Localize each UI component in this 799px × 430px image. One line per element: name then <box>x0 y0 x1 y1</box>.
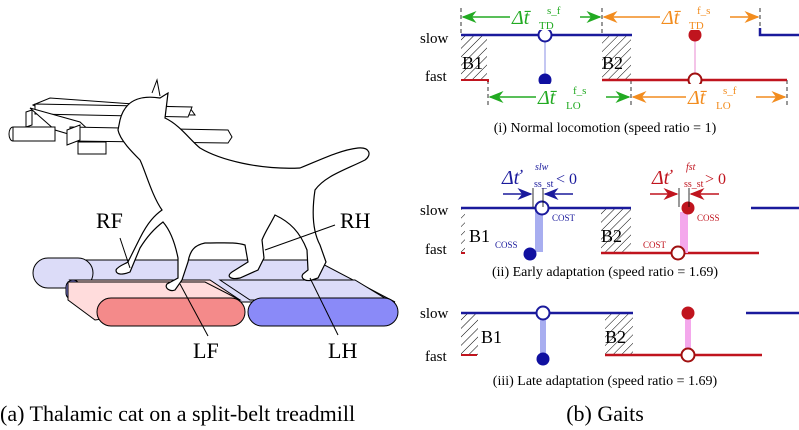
svg-text:Δť: Δť <box>501 167 523 189</box>
label-b2-ii: B2 <box>601 226 622 246</box>
treadmill <box>32 257 399 327</box>
svg-text:slw: slw <box>535 162 549 173</box>
label-b1: B1 <box>462 53 483 73</box>
pink-overlap-band <box>680 212 688 253</box>
panel-b-caption: (b) Gaits <box>566 401 644 426</box>
svg-text:fst: fst <box>686 162 696 173</box>
caption-ii: (ii) Early adaptation (speed ratio = 1.6… <box>492 265 718 280</box>
cat-ear <box>151 78 161 97</box>
svg-text:ss_st: ss_st <box>684 179 704 190</box>
rh-pointer <box>264 224 336 251</box>
gait-normal: slow fast B1 B2 <box>420 2 799 136</box>
svg-text:Δť: Δť <box>651 167 673 189</box>
gait-late-adaptation: slow fast B1 B2 (iii) Late adaptation (s… <box>420 305 799 389</box>
caption-i: (i) Normal locomotion (speed ratio = 1) <box>494 121 717 136</box>
row-label-slow: slow <box>420 31 449 47</box>
label-lo-sf: Δt̄ s_f LO <box>687 85 737 112</box>
row-label-slow-iii: slow <box>420 306 449 322</box>
panel-a-illustration: RF RH LF LH (a) Thalamic cat on a split-… <box>0 78 399 426</box>
fast-liftoff-marker <box>538 73 552 87</box>
slow-liftoff-marker <box>688 28 702 42</box>
row-label-fast-iii: fast <box>425 349 447 365</box>
label-dt-fst: Δť fst ss_st > 0 <box>651 162 726 190</box>
label-b1-ii: B1 <box>469 226 490 246</box>
label-lh: LH <box>328 338 357 363</box>
svg-text:Δt̄: Δt̄ <box>661 7 681 29</box>
rf-pointer <box>119 237 131 269</box>
svg-text:> 0: > 0 <box>705 171 726 188</box>
label-lf: LF <box>193 338 219 363</box>
svg-text:LO: LO <box>566 100 581 112</box>
svg-text:Δt̄: Δt̄ <box>687 87 707 109</box>
svg-text:Δt̄: Δt̄ <box>511 7 531 29</box>
svg-text:s_f: s_f <box>547 5 561 17</box>
label-td-fs: Δt̄ f_s TD <box>661 5 710 32</box>
cost-label-fast: COST <box>643 240 667 250</box>
label-b2: B2 <box>602 53 623 73</box>
fast-stance-line <box>461 79 489 82</box>
caption-iii: (iii) Late adaptation (speed ratio = 1.6… <box>493 374 718 389</box>
label-dt-slw: Δť slw ss_st < 0 <box>501 162 577 190</box>
svg-text:f_s: f_s <box>573 85 586 97</box>
blue-overlap-band <box>535 210 543 252</box>
svg-text:< 0: < 0 <box>556 171 577 188</box>
hatch-b2 <box>602 35 631 80</box>
svg-text:s_f: s_f <box>723 85 737 97</box>
svg-text:TD: TD <box>539 20 554 32</box>
label-lo-fs: Δt̄ f_s LO <box>537 85 586 112</box>
svg-text:TD: TD <box>689 20 704 32</box>
row-label-slow-ii: slow <box>420 203 449 219</box>
coss-label-fast: COSS <box>495 240 518 250</box>
svg-text:f_s: f_s <box>697 5 710 17</box>
slow-stance-line-2 <box>758 28 799 37</box>
cost-label-slow: COST <box>552 213 576 223</box>
label-td-sf: Δt̄ s_f TD <box>511 5 561 32</box>
slow-belt-roller <box>247 297 399 327</box>
row-label-fast: fast <box>425 69 447 85</box>
lf-pointer <box>179 283 209 337</box>
gait-early-adaptation: slow fast B1 B2 COST COSS COSS COST Δť s… <box>420 162 799 280</box>
label-rf: RF <box>96 208 123 233</box>
label-b2-iii: B2 <box>605 327 626 347</box>
cat-body <box>115 91 370 292</box>
label-rh: RH <box>340 208 371 233</box>
panel-a-caption: (a) Thalamic cat on a split-belt treadmi… <box>0 401 355 426</box>
fast-belt-roller <box>96 297 246 327</box>
svg-text:Δt̄: Δt̄ <box>537 87 557 109</box>
row-label-fast-ii: fast <box>425 242 447 258</box>
coss-label-slow: COSS <box>697 213 720 223</box>
svg-text:ss_st: ss_st <box>534 179 554 190</box>
hatch-b1 <box>461 35 487 80</box>
label-b1-iii: B1 <box>481 327 502 347</box>
svg-text:LO: LO <box>716 100 731 112</box>
lh-pointer <box>309 277 339 336</box>
